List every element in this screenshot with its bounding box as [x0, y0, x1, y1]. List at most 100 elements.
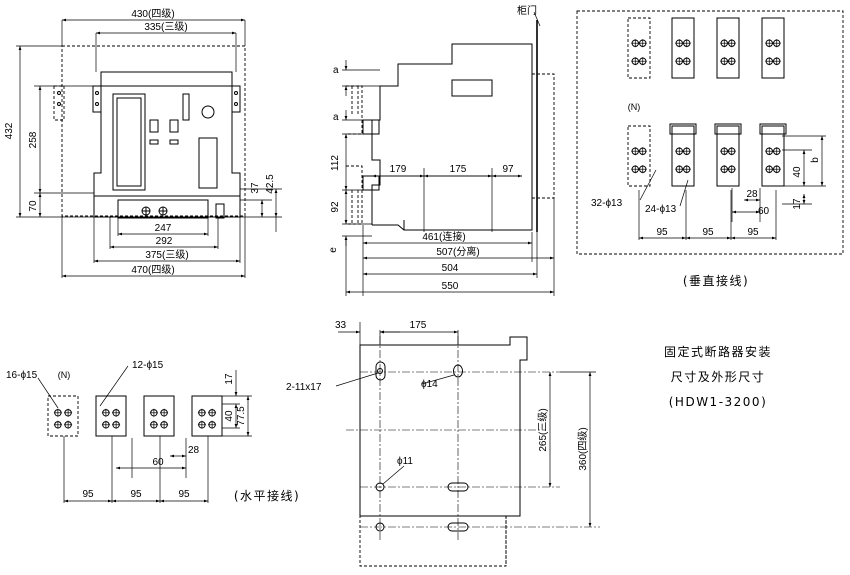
vertical-wiring: (N) 32-ϕ13 24-ϕ13 b 40 17 28 60 95 95 95: [576, 10, 844, 288]
phase-terminal-bottom: [761, 125, 785, 187]
dim-360: 360(四级): [577, 427, 589, 470]
side-body: [371, 43, 533, 231]
cabinet-outline: [531, 73, 555, 199]
n-pole-terminal-top: [627, 17, 651, 79]
hole-bottom-left: [375, 522, 385, 532]
vertical-wiring-frame: [576, 10, 844, 255]
slot-hole-bottom-right: [447, 522, 469, 532]
pitch-95-vertical-3: 95: [747, 227, 759, 238]
title-line-1: 固定式断路器安装: [664, 344, 772, 359]
dim-461: 461(连接): [422, 230, 465, 243]
dim-70: 70: [28, 200, 39, 212]
dim-179: 179: [390, 164, 407, 175]
slots-2-11x17: 2-11x17: [286, 382, 322, 393]
phase-terminal-horizontal: [143, 395, 175, 437]
dim-430: 430(四级): [131, 8, 174, 20]
side-view: 柜门 a a 112 92 e 179 175 97: [328, 4, 555, 296]
dim-28-horizontal: 28: [188, 445, 200, 456]
left-bracket: [92, 85, 102, 113]
dim-17-horizontal: 17: [224, 373, 235, 385]
dim-33: 33: [335, 320, 347, 331]
slot-hole-lower-right: [447, 482, 469, 492]
title-line-2: 尺寸及外形尺寸: [671, 370, 766, 384]
holes-12: 12-ϕ15: [132, 360, 164, 371]
dim-375: 375(三级): [145, 249, 188, 261]
door-label: 柜门: [517, 4, 537, 17]
front-panel-left: [112, 93, 146, 191]
holes-24: 24-ϕ13: [645, 204, 677, 215]
vertical-wiring-caption: (垂直接线): [683, 273, 749, 288]
busbar-dashed: [346, 85, 363, 225]
n-pole-terminal-horizontal: [47, 395, 79, 437]
dim-112: 112: [330, 155, 341, 171]
four-pole-outline: [61, 45, 246, 217]
n-pole-terminal-bottom: [627, 125, 651, 187]
horizontal-wiring: (N) 16-ϕ15 12-ϕ15 17 40 77.5 28 60 95 95…: [6, 360, 300, 503]
front-slot: [182, 93, 190, 121]
phase-terminal-top: [716, 17, 740, 79]
dim-17-vertical: 17: [792, 198, 803, 210]
pitch-95-vertical-2: 95: [702, 227, 714, 238]
phase-terminal-top: [761, 17, 785, 79]
vertical-terminal-top-row: [627, 17, 785, 79]
pitch-95-horizontal-2: 95: [130, 489, 142, 500]
dim-504: 504: [442, 263, 459, 274]
horizontal-terminal-row: [47, 395, 223, 437]
dim-37: 37: [250, 182, 261, 194]
phase-terminal-bottom: [671, 125, 695, 187]
plate-outline: [359, 336, 528, 517]
slot-hole-upper-left: [375, 361, 386, 381]
phase-terminal-bottom: [716, 125, 740, 187]
dim-175: 175: [450, 164, 467, 175]
drawing-title: 固定式断路器安装 尺寸及外形尺寸 (HDW1-3200): [664, 344, 772, 409]
phase-terminal-top: [671, 17, 695, 79]
pitch-95-horizontal-1: 95: [82, 489, 94, 500]
dim-77-5: 77.5: [236, 406, 247, 426]
dim-432: 432: [4, 122, 15, 139]
vertical-terminal-bottom-row: [627, 123, 787, 187]
right-bracket: [231, 85, 241, 113]
dim-335: 335(三级): [144, 21, 187, 33]
front-view: 430(四级) 335(三级) 432 258 70 37 42.5 247 2…: [4, 8, 282, 278]
n-label-horizontal: (N): [58, 370, 71, 380]
dim-e: e: [328, 247, 339, 253]
lower-terminal: [362, 175, 380, 191]
dim-a-2: a: [333, 112, 339, 123]
dim-40-horizontal: 40: [224, 410, 235, 422]
indicator-2: [169, 119, 179, 133]
title-line-3: (HDW1-3200): [669, 395, 768, 409]
indicator-1: [149, 119, 159, 133]
handle-slot: [198, 137, 218, 189]
dim-phi-14: ϕ14: [421, 379, 438, 390]
n-label-vertical: (N): [628, 102, 641, 112]
dim-28-vertical: 28: [746, 189, 758, 200]
dim-507: 507(分离): [436, 245, 479, 258]
dim-265: 265(三级): [537, 408, 549, 451]
dim-b: b: [810, 157, 821, 163]
dim-92: 92: [330, 201, 341, 213]
dim-258: 258: [28, 131, 39, 148]
side-window: [451, 79, 493, 97]
hole-11: [375, 482, 385, 492]
phase-terminal-horizontal: [191, 395, 223, 437]
dim-60-horizontal: 60: [152, 457, 164, 468]
dim-247: 247: [155, 223, 172, 234]
mounting-plate: 33 175 2-11x17 ϕ14 ϕ11 265(三级) 360(四级): [286, 320, 600, 567]
holes-16: 16-ϕ15: [6, 370, 38, 381]
dim-phi-11: ϕ11: [397, 456, 413, 467]
operating-knob: [201, 105, 215, 119]
pitch-95-horizontal-3: 95: [178, 489, 190, 500]
dim-292: 292: [156, 236, 173, 247]
dim-550: 550: [442, 281, 459, 292]
dim-97: 97: [502, 164, 514, 175]
horizontal-wiring-caption: (水平接线): [234, 488, 300, 503]
phase-terminal-horizontal: [95, 395, 127, 437]
holes-32: 32-ϕ13: [591, 198, 623, 209]
base-plate: [117, 199, 209, 219]
dim-42-5: 42.5: [265, 174, 276, 194]
upper-terminal: [362, 119, 380, 135]
hole-14: [453, 364, 463, 378]
dim-40-vertical: 40: [792, 166, 803, 178]
top-band: [100, 71, 233, 87]
